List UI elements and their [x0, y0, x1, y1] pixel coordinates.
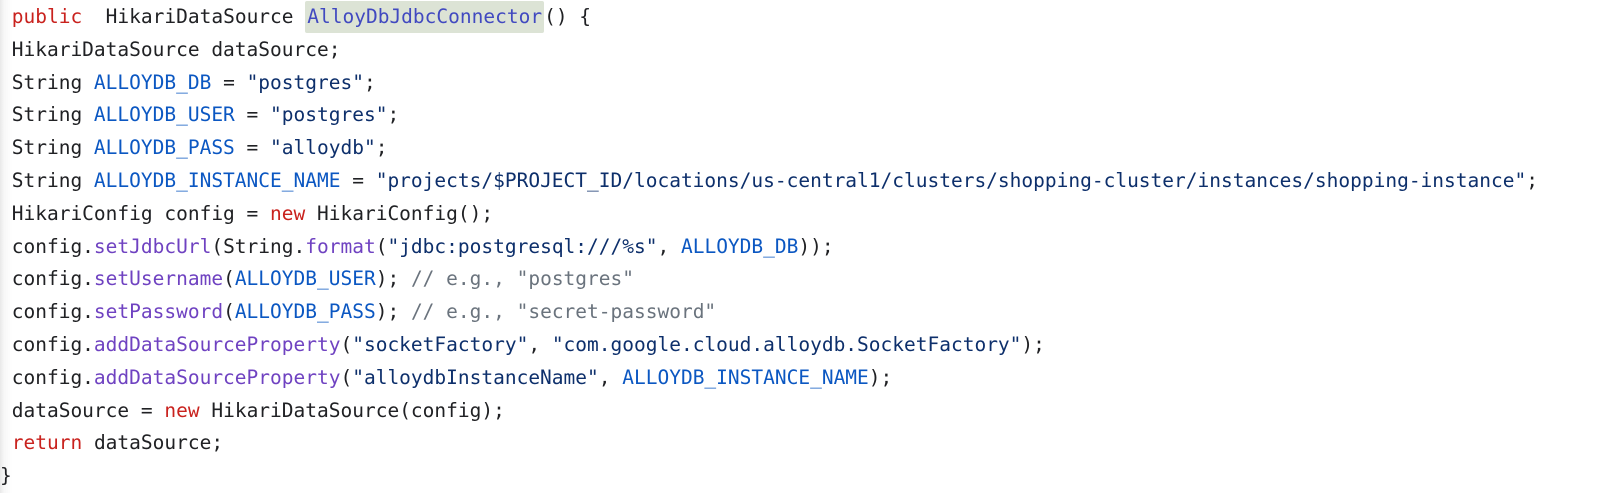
code-token-pln: String — [0, 70, 94, 94]
code-token-pln: () { — [544, 5, 592, 28]
code-token-pln: ); — [375, 267, 411, 291]
code-token-fn: setPassword — [93, 300, 224, 324]
code-token-pln: = — [234, 136, 271, 160]
code-token-pln: HikariConfig config = — [0, 201, 271, 225]
code-token-pln: = — [211, 70, 247, 94]
code-token-pln: )); — [798, 234, 834, 258]
code-token-com: // e.g., "secret-password" — [410, 300, 717, 324]
code-token-pln: , — [598, 365, 623, 389]
code-line: String ALLOYDB_PASS = "alloydb"; — [0, 132, 1600, 165]
code-token-pln: config. — [0, 365, 94, 389]
code-line: dataSource = new HikariDataSource(config… — [0, 395, 1600, 428]
code-token-pln: dataSource; — [82, 431, 224, 455]
code-token-kwd: new — [164, 398, 200, 422]
code-token-pln: , — [657, 234, 681, 258]
code-token-pln: , — [528, 332, 552, 356]
code-token-str: "postgres" — [246, 70, 364, 94]
code-token-fn: addDataSourceProperty — [93, 332, 341, 356]
code-token-pln: ; — [375, 136, 388, 160]
code-line: config.setPassword(ALLOYDB_PASS); // e.g… — [0, 296, 1600, 329]
code-line: HikariDataSource dataSource; — [0, 34, 1600, 67]
code-line: String ALLOYDB_INSTANCE_NAME = "projects… — [0, 165, 1600, 198]
code-token-pln: config. — [0, 332, 94, 356]
code-token-fn: format — [305, 234, 376, 258]
code-token-con: ALLOYDB_PASS — [234, 300, 376, 324]
code-line: config.addDataSourceProperty("alloydbIns… — [0, 362, 1600, 395]
code-token-fn: setUsername — [93, 267, 224, 291]
code-token-str: "com.google.cloud.alloydb.SocketFactory" — [551, 332, 1022, 356]
code-token-kwd: new — [270, 201, 306, 225]
code-line: String ALLOYDB_DB = "postgres"; — [0, 67, 1600, 100]
code-token-con: ALLOYDB_DB — [680, 234, 799, 258]
code-token-pln: ; — [1526, 168, 1538, 192]
code-token-str: "alloydb" — [270, 136, 376, 160]
code-token-pln — [0, 5, 12, 28]
code-line: HikariConfig config = new HikariConfig()… — [0, 198, 1600, 231]
code-token-pln: } — [0, 464, 12, 488]
code-token-pln: String — [0, 168, 94, 192]
code-token-pln: ( — [375, 234, 388, 258]
code-token-str: "alloydbInstanceName" — [352, 365, 599, 389]
code-token-pln: HikariDataSource — [82, 5, 306, 28]
code-token-pln: ( — [340, 332, 353, 356]
code-token-fn: setJdbcUrl — [93, 234, 212, 258]
code-token-com: // e.g., "postgres" — [410, 267, 634, 291]
code-token-pln: ( — [223, 267, 235, 291]
code-token-fn: addDataSourceProperty — [93, 365, 341, 389]
code-token-pln: String — [0, 136, 94, 160]
code-token-pln: ( — [223, 300, 235, 324]
code-token-pln: = — [234, 103, 271, 127]
code-token-str: "jdbc:postgresql:///%s" — [387, 234, 658, 258]
code-token-str: "postgres" — [270, 103, 388, 127]
code-token-con: ALLOYDB_INSTANCE_NAME — [622, 365, 869, 389]
code-token-pln: config. — [0, 267, 94, 291]
code-token-pln: ( — [340, 365, 353, 389]
code-token-str: "projects/$PROJECT_ID/locations/us-centr… — [375, 168, 1527, 192]
code-token-pln: HikariDataSource(config); — [199, 398, 505, 422]
code-line: } — [0, 460, 1600, 493]
code-token-pln: ); — [375, 300, 411, 324]
code-line: config.setJdbcUrl(String.format("jdbc:po… — [0, 231, 1600, 264]
code-token-pln: HikariDataSource dataSource; — [0, 37, 341, 61]
code-token-str: "socketFactory" — [352, 332, 529, 356]
code-token-pln: HikariConfig(); — [305, 201, 494, 225]
code-token-pln: dataSource = — [0, 398, 165, 422]
code-token-con: ALLOYDB_DB — [93, 70, 212, 94]
code-line: config.addDataSourceProperty("socketFact… — [0, 329, 1600, 362]
code-line: String ALLOYDB_USER = "postgres"; — [0, 99, 1600, 132]
code-token-kwd: public — [11, 5, 83, 28]
code-token-con: ALLOYDB_INSTANCE_NAME — [93, 168, 341, 192]
code-token-con: ALLOYDB_USER — [234, 267, 376, 291]
code-token-kwd: return — [11, 431, 83, 455]
code-token-pln: ); — [1021, 332, 1045, 356]
code-token-pln: ; — [387, 103, 400, 127]
code-token-pln — [0, 431, 12, 454]
code-token-pln: = — [340, 168, 376, 192]
highlighted-function-name: AlloyDbJdbcConnector — [305, 1, 545, 33]
code-token-con: ALLOYDB_USER — [93, 103, 235, 127]
code-token-con: ALLOYDB_PASS — [93, 136, 235, 160]
code-token-pln: ; — [363, 70, 376, 94]
code-token-pln: (String. — [211, 234, 306, 258]
code-token-pln: config. — [0, 300, 94, 324]
code-line: config.setUsername(ALLOYDB_USER); // e.g… — [0, 263, 1600, 296]
code-line: return dataSource; — [0, 427, 1600, 460]
code-token-pln: ); — [868, 365, 893, 389]
code-line: public HikariDataSource AlloyDbJdbcConne… — [0, 1, 1600, 34]
code-token-pln: String — [0, 103, 94, 127]
code-token-pln: config. — [0, 234, 94, 258]
